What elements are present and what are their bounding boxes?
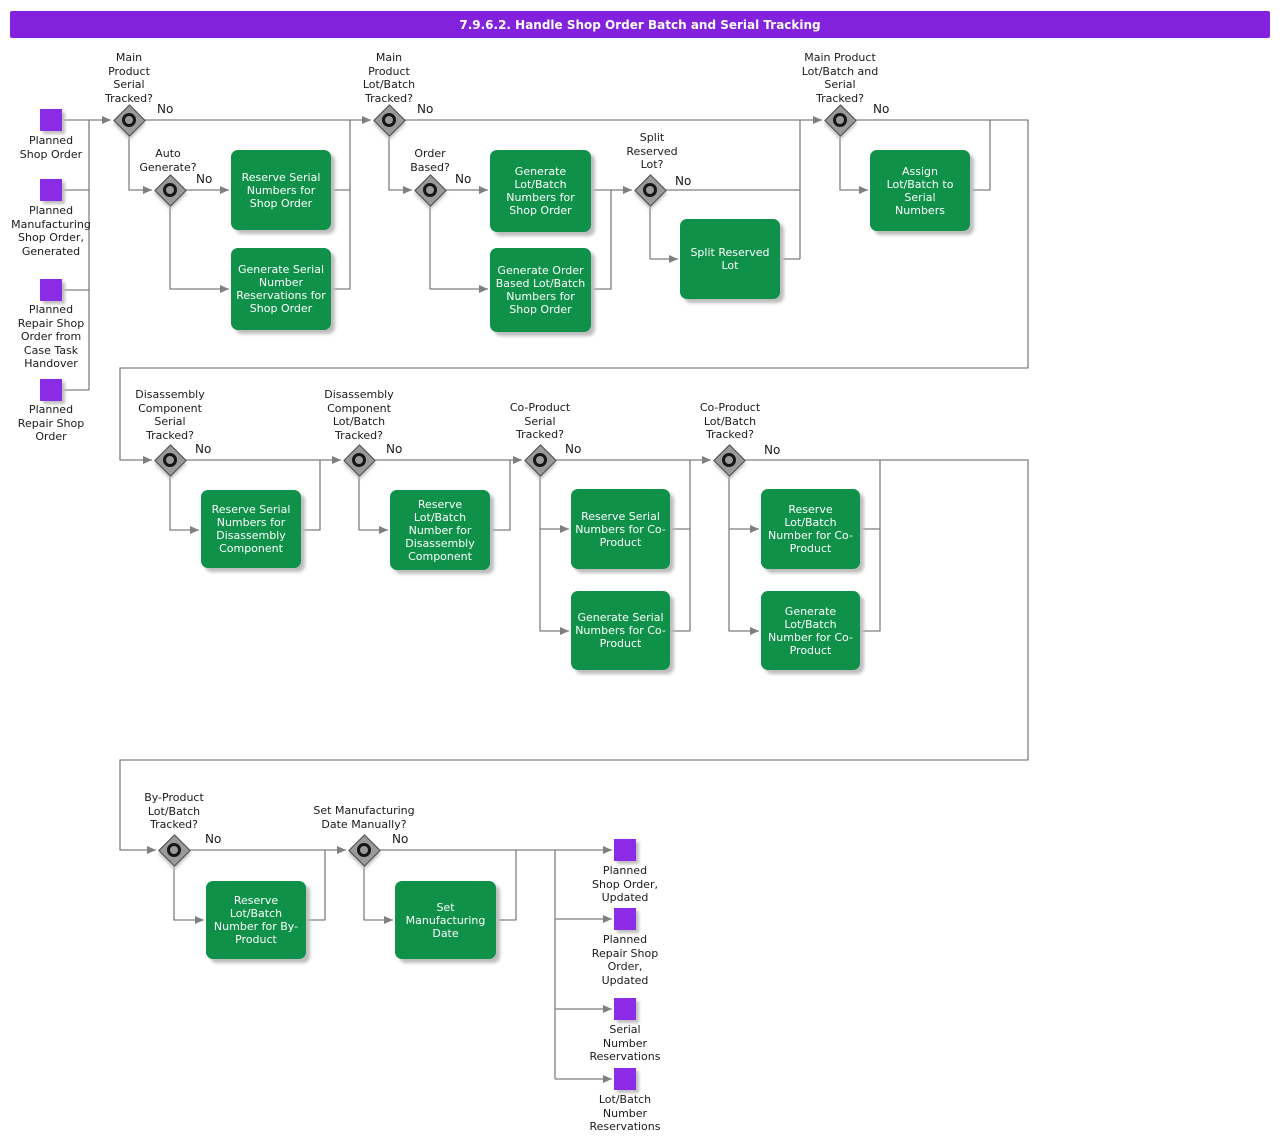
diagram-title: 7.9.6.2. Handle Shop Order Batch and Ser… [459, 17, 821, 32]
gateway-label: Co-Product Lot/Batch Tracked? [699, 401, 761, 441]
no-branch-label: No [205, 832, 222, 846]
activity-reserve-serial-numbers-for-shop-order[interactable]: Reserve Serial Numbers for Shop Order [231, 150, 331, 230]
activity-generate-lot-batch-number-for-co-product[interactable]: Generate Lot/Batch Number for Co- Produc… [761, 591, 860, 670]
start-event-label: Planned Shop Order [19, 134, 83, 161]
end-event-label: Planned Shop Order, Updated [592, 864, 658, 904]
gateway-circle-icon [163, 453, 177, 467]
gateway-disassembly-component-lot-batch-tracked [343, 444, 376, 477]
end-event-label: Lot/Batch Number Reservations [589, 1093, 661, 1133]
gateway-main-product-lot-batch-tracked [373, 104, 406, 137]
activity-generate-serial-numbers-for-co-product[interactable]: Generate Serial Numbers for Co- Product [571, 591, 670, 670]
no-branch-label: No [873, 102, 890, 116]
gateway-circle-icon [423, 183, 437, 197]
no-branch-label: No [675, 174, 692, 188]
diagram-title-bar: 7.9.6.2. Handle Shop Order Batch and Ser… [10, 11, 1270, 38]
gateway-circle-icon [533, 453, 547, 467]
gateway-disassembly-component-serial-tracked [154, 444, 187, 477]
no-branch-label: No [196, 172, 213, 186]
end-event-label: Serial Number Reservations [589, 1023, 661, 1063]
activity-set-manufacturing-date[interactable]: Set Manufacturing Date [395, 881, 496, 959]
gateway-label: Main Product Serial Tracked? [105, 51, 153, 105]
gateway-circle-icon [357, 843, 371, 857]
end-event-planned-shop-order-updated[interactable] [614, 839, 636, 861]
no-branch-label: No [386, 442, 403, 456]
gateway-label: Auto Generate? [139, 147, 197, 174]
gateway-label: Set Manufacturing Date Manually? [313, 804, 415, 831]
gateway-label: Disassembly Component Lot/Batch Tracked? [324, 388, 394, 442]
start-event-planned-repair-shop-order[interactable] [40, 379, 62, 401]
no-branch-label: No [417, 102, 434, 116]
start-event-label: Planned Manufacturing Shop Order, Genera… [11, 204, 91, 258]
gateway-circle-icon [382, 113, 396, 127]
gateway-auto-generate [154, 174, 187, 207]
activity-generate-lot-batch-numbers-for-shop-order[interactable]: Generate Lot/Batch Numbers for Shop Orde… [490, 150, 591, 232]
gateway-main-product-lot-batch-and-serial-tracked [824, 104, 857, 137]
gateway-split-reserved-lot [634, 174, 667, 207]
activity-reserve-serial-numbers-for-co-product[interactable]: Reserve Serial Numbers for Co- Product [571, 489, 670, 569]
gateway-label: Main Product Lot/Batch and Serial Tracke… [801, 51, 879, 105]
gateway-label: Order Based? [410, 147, 450, 174]
activity-assign-lot-batch-to-serial-numbers[interactable]: Assign Lot/Batch to Serial Numbers [870, 150, 970, 231]
no-branch-label: No [565, 442, 582, 456]
activity-reserve-lot-batch-number-for-co-product[interactable]: Reserve Lot/Batch Number for Co- Product [761, 489, 860, 569]
gateway-by-product-lot-batch-tracked [158, 834, 191, 867]
gateway-circle-icon [833, 113, 847, 127]
end-event-label: Planned Repair Shop Order, Updated [591, 933, 659, 987]
start-event-label: Planned Repair Shop Order from Case Task… [17, 303, 85, 370]
activity-reserve-lot-batch-number-for-by-product[interactable]: Reserve Lot/Batch Number for By- Product [206, 881, 306, 959]
activity-reserve-lot-batch-number-for-disassembly-component[interactable]: Reserve Lot/Batch Number for Disassembly… [390, 490, 490, 570]
gateway-circle-icon [122, 113, 136, 127]
gateway-co-product-lot-batch-tracked [713, 444, 746, 477]
gateway-main-product-serial-tracked [113, 104, 146, 137]
gateway-order-based [414, 174, 447, 207]
flow-connectors [62, 116, 1029, 1083]
start-event-planned-shop-order[interactable] [40, 109, 62, 131]
activity-generate-serial-number-reservations-for-shop-order[interactable]: Generate Serial Number Reservations for … [231, 248, 331, 330]
gateway-circle-icon [167, 843, 181, 857]
gateway-label: By-Product Lot/Batch Tracked? [144, 791, 204, 831]
no-branch-label: No [157, 102, 174, 116]
activity-split-reserved-lot[interactable]: Split Reserved Lot [680, 219, 780, 299]
activity-reserve-serial-numbers-for-disassembly-component[interactable]: Reserve Serial Numbers for Disassembly C… [201, 490, 301, 568]
start-event-planned-manufacturing-shop-order-generated[interactable] [40, 179, 62, 201]
gateway-circle-icon [722, 453, 736, 467]
start-event-planned-repair-shop-order-from-case-task-handover[interactable] [40, 279, 62, 301]
no-branch-label: No [195, 442, 212, 456]
gateway-label: Disassembly Component Serial Tracked? [135, 388, 205, 442]
gateway-co-product-serial-tracked [524, 444, 557, 477]
no-branch-label: No [392, 832, 409, 846]
gateway-label: Split Reserved Lot? [626, 131, 678, 171]
gateway-set-manufacturing-date-manually [348, 834, 381, 867]
start-event-label: Planned Repair Shop Order [17, 403, 85, 443]
end-event-serial-number-reservations[interactable] [614, 998, 636, 1020]
no-branch-label: No [455, 172, 472, 186]
gateway-circle-icon [163, 183, 177, 197]
end-event-lot-batch-number-reservations[interactable] [614, 1068, 636, 1090]
gateway-label: Main Product Lot/Batch Tracked? [362, 51, 416, 105]
no-branch-label: No [764, 443, 781, 457]
activity-generate-order-based-lot-batch-numbers-for-shop-order[interactable]: Generate Order Based Lot/Batch Numbers f… [490, 248, 591, 332]
gateway-circle-icon [643, 183, 657, 197]
gateway-circle-icon [352, 453, 366, 467]
end-event-planned-repair-shop-order-updated[interactable] [614, 908, 636, 930]
gateway-label: Co-Product Serial Tracked? [509, 401, 571, 441]
